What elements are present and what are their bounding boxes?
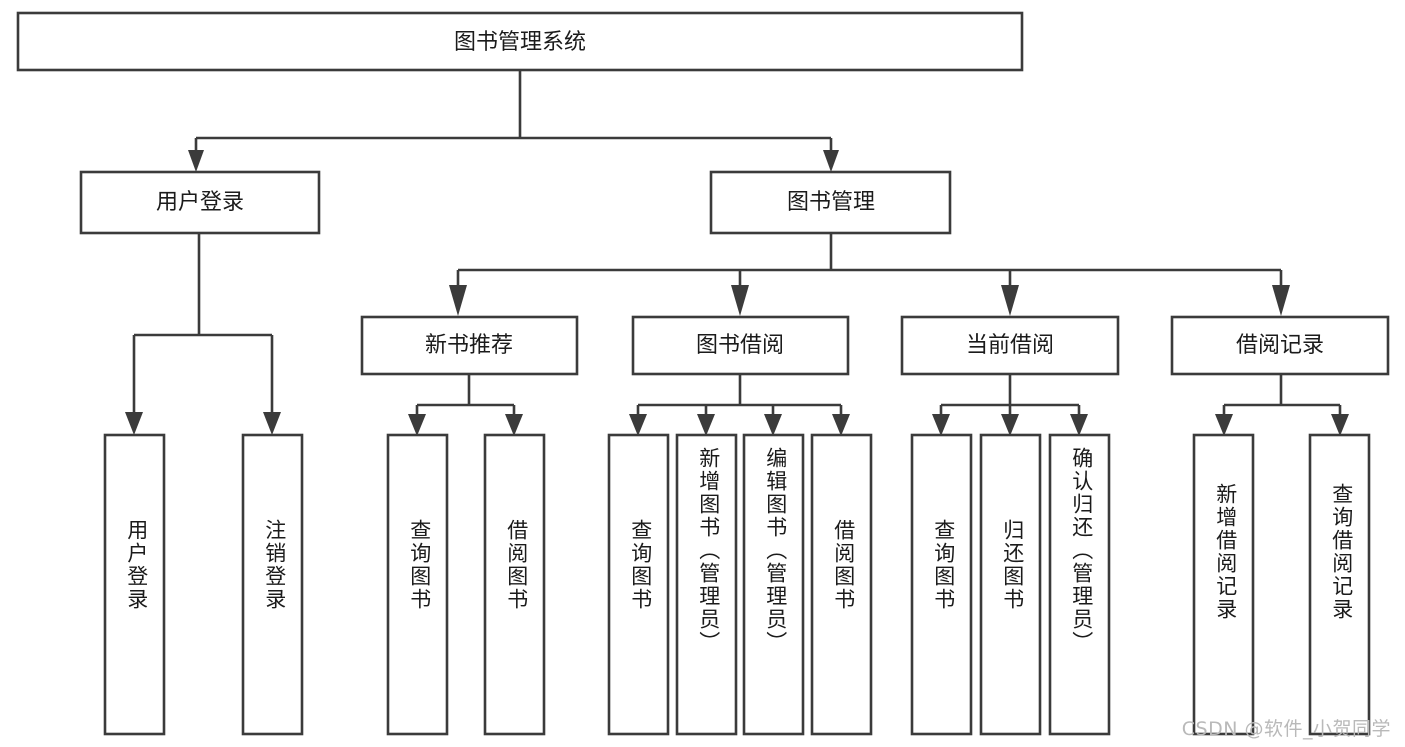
node-book-borrow[interactable]: 图书借阅 (631, 315, 850, 376)
node-new-book-recommend[interactable]: 新书推荐 (360, 315, 579, 376)
connector-root-to-level2 (188, 70, 839, 172)
leaf-box-book-borrow-4[interactable] (810, 433, 873, 736)
node-new-book-recommend-label: 新书推荐 (425, 333, 513, 358)
node-book-management-label: 图书管理 (787, 190, 875, 215)
csdn-watermark: CSDN @软件_小贺同学 (1181, 718, 1391, 740)
leaf-box-user-login-1[interactable] (103, 433, 166, 736)
leaf-box-new-book-2[interactable] (483, 433, 546, 736)
node-borrow-record-label: 借阅记录 (1236, 333, 1324, 358)
node-book-borrow-label: 图书借阅 (696, 333, 784, 358)
leaf-box-current-borrow-3[interactable] (1048, 433, 1111, 736)
leaf-box-book-borrow-2[interactable] (675, 433, 738, 736)
leaf-box-borrow-record-2[interactable] (1308, 433, 1371, 736)
leaf-box-book-borrow-3[interactable] (742, 433, 805, 736)
node-book-management[interactable]: 图书管理 (709, 170, 952, 235)
leaf-box-new-book-1[interactable] (386, 433, 449, 736)
leaf-box-borrow-record-1[interactable] (1192, 433, 1255, 736)
node-user-login[interactable]: 用户登录 (79, 170, 321, 235)
node-root-label: 图书管理系统 (454, 30, 586, 55)
connector-bookborrow-to-leaves (629, 374, 850, 436)
node-current-borrow[interactable]: 当前借阅 (900, 315, 1120, 376)
connector-currentborrow-to-leaves (932, 374, 1088, 436)
leaf-box-current-borrow-1[interactable] (910, 433, 973, 736)
leaf-box-user-login-2[interactable] (241, 433, 304, 736)
leaf-box-book-borrow-1[interactable] (607, 433, 670, 736)
leaf-box-current-borrow-2[interactable] (979, 433, 1042, 736)
connector-newbook-to-leaves (408, 374, 523, 436)
node-user-login-label: 用户登录 (156, 190, 244, 215)
connector-bookmgmt-to-level3 (449, 233, 1290, 316)
connector-borrowrecord-to-leaves (1215, 374, 1349, 436)
node-root[interactable]: 图书管理系统 (16, 11, 1024, 72)
node-current-borrow-label: 当前借阅 (966, 333, 1054, 358)
connector-userlogin-to-leaves (125, 233, 281, 435)
node-borrow-record[interactable]: 借阅记录 (1170, 315, 1390, 376)
